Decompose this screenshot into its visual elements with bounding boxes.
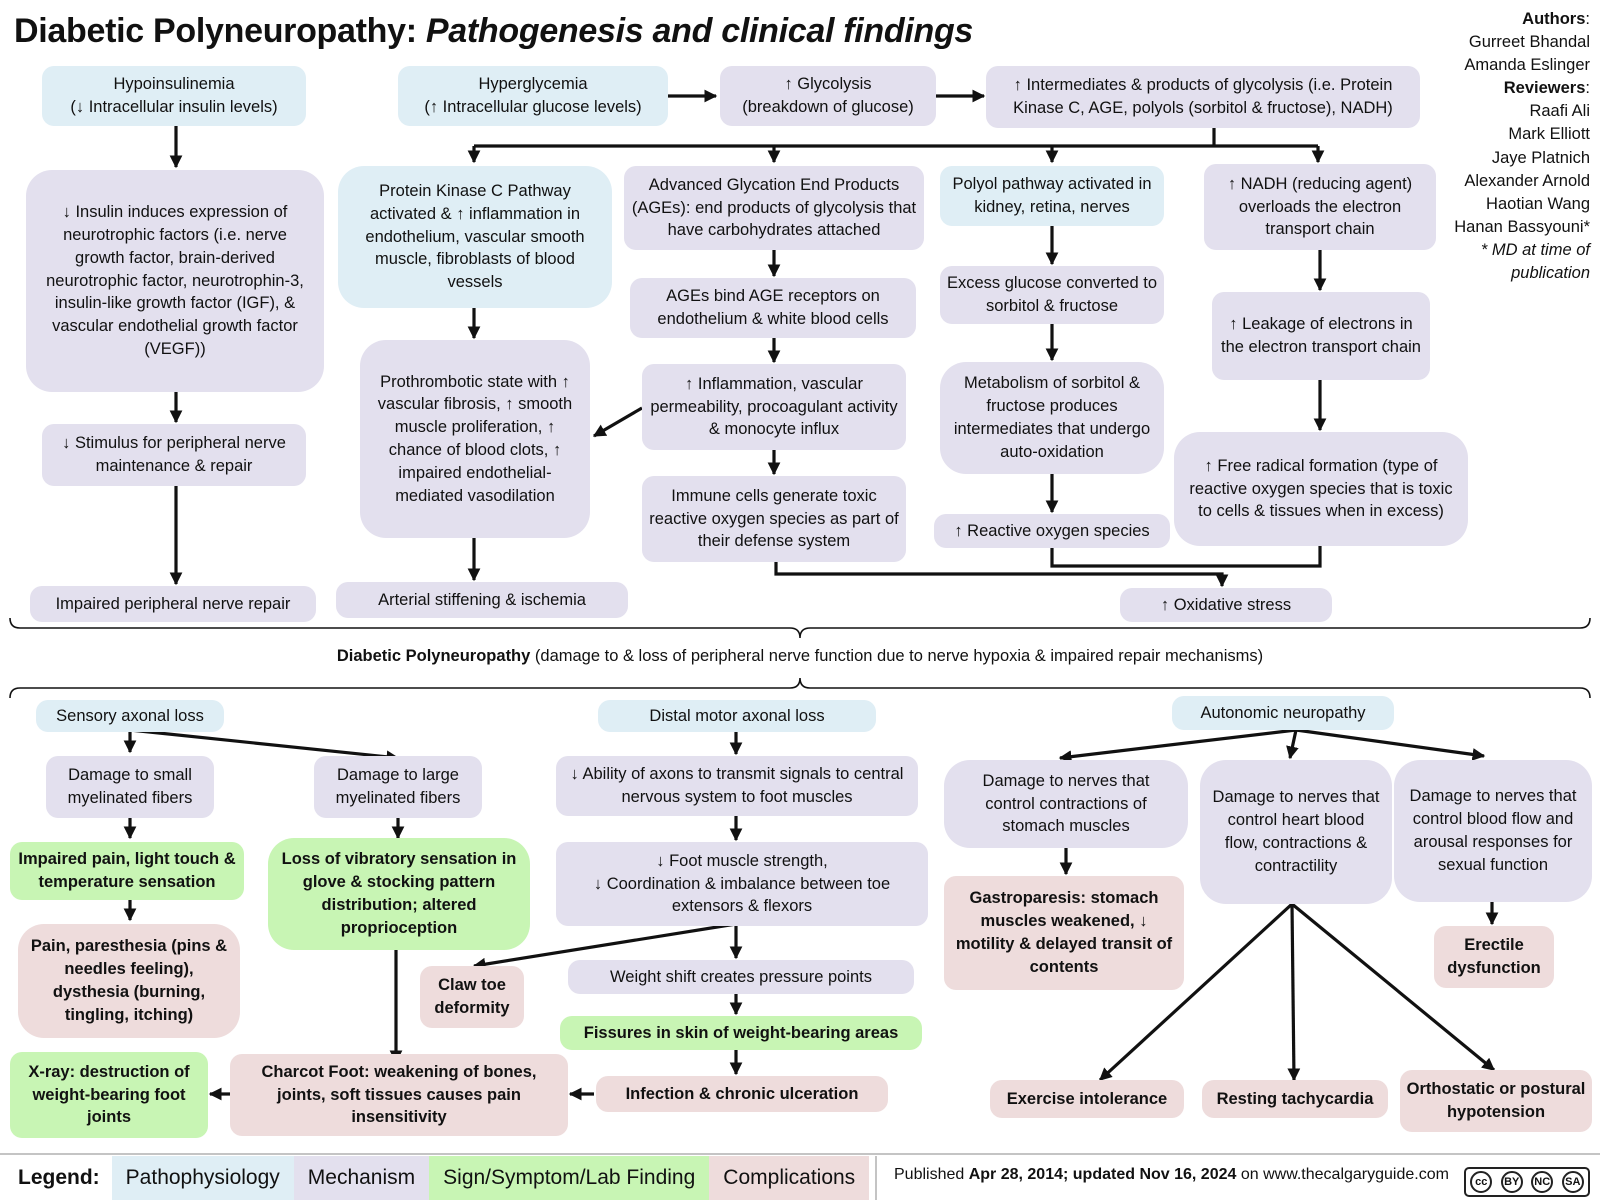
reviewer-name: Haotian Wang bbox=[1486, 194, 1590, 213]
nc-icon: NC bbox=[1531, 1171, 1554, 1193]
license-badge[interactable]: cc BY NC SA bbox=[1464, 1167, 1590, 1197]
reviewers-colon: : bbox=[1585, 79, 1590, 98]
legend-pathophysiology: Pathophysiology bbox=[111, 1156, 294, 1200]
authors-colon: : bbox=[1585, 10, 1590, 28]
central-term: Diabetic Polyneuropathy bbox=[336, 647, 531, 665]
node-tachycardia: Resting tachycardia bbox=[1202, 1080, 1388, 1118]
node-leakage: ↑ Leakage of electrons in the electron t… bbox=[1212, 292, 1430, 380]
arrow bbox=[1295, 728, 1486, 761]
arrow bbox=[472, 922, 737, 971]
node-heart-nerves: Damage to nerves that control heart bloo… bbox=[1200, 760, 1392, 904]
connector bbox=[1222, 546, 1322, 568]
authors-label: Authors bbox=[1522, 10, 1586, 28]
node-claw-toe: Claw toe deformity bbox=[420, 966, 524, 1028]
published-site: on www.thecalgaryguide.com bbox=[1236, 1166, 1449, 1183]
reviewer-name: Mark Elliott bbox=[1508, 125, 1590, 144]
legend-mechanism: Mechanism bbox=[293, 1156, 430, 1200]
upper-brace bbox=[9, 617, 1591, 639]
node-weight-shift: Weight shift creates pressure points bbox=[568, 960, 914, 994]
node-polyol: Polyol pathway activated in kidney, reti… bbox=[940, 166, 1164, 226]
arrow bbox=[592, 406, 643, 438]
node-ros: ↑ Reactive oxygen species bbox=[934, 514, 1170, 548]
cc-icon: cc bbox=[1470, 1171, 1493, 1193]
node-autonomic: Autonomic neuropathy bbox=[1172, 696, 1394, 730]
published-info: Published Apr 28, 2014; updated Nov 16, … bbox=[894, 1166, 1449, 1184]
page-title: Diabetic Polyneuropathy: Pathogenesis an… bbox=[14, 12, 973, 51]
node-motor-loss: Distal motor axonal loss bbox=[598, 700, 876, 732]
node-impaired-repair: Impaired peripheral nerve repair bbox=[30, 586, 316, 622]
node-nadh: ↑ NADH (reducing agent) overloads the el… bbox=[1204, 164, 1436, 250]
arrow bbox=[1290, 902, 1496, 1072]
legend-complications: Complications bbox=[709, 1156, 870, 1200]
node-hypoinsulinemia: Hypoinsulinemia(↓ Intracellular insulin … bbox=[42, 66, 306, 126]
node-immune-ros: Immune cells generate toxic reactive oxy… bbox=[642, 476, 906, 562]
node-small-fibers: Damage to small myelinated fibers bbox=[46, 756, 214, 818]
node-ages-bind: AGEs bind AGE receptors on endothelium &… bbox=[630, 278, 916, 338]
node-stomach-nerves: Damage to nerves that control contractio… bbox=[944, 760, 1188, 848]
node-excess-glucose: Excess glucose converted to sorbitol & f… bbox=[940, 266, 1164, 324]
node-ages: Advanced Glycation End Products (AGEs): … bbox=[624, 166, 924, 250]
node-prothrombotic: Prothrombotic state with ↑ vascular fibr… bbox=[360, 340, 590, 538]
lower-brace bbox=[9, 677, 1591, 699]
node-infection: Infection & chronic ulceration bbox=[596, 1076, 888, 1112]
node-axon-signal: ↓ Ability of axons to transmit signals t… bbox=[556, 756, 918, 816]
node-hypotension: Orthostatic or postural hypotension bbox=[1400, 1070, 1592, 1132]
by-icon: BY bbox=[1500, 1171, 1523, 1193]
author-name: Amanda Eslinger bbox=[1464, 56, 1590, 75]
node-large-fibers: Damage to large myelinated fibers bbox=[314, 756, 482, 818]
arrow bbox=[1287, 903, 1301, 1082]
arrow bbox=[774, 550, 1229, 588]
node-impaired-pain: Impaired pain, light touch & temperature… bbox=[10, 842, 244, 900]
title-main: Diabetic Polyneuropathy: bbox=[14, 12, 426, 50]
node-stimulus-repair: ↓ Stimulus for peripheral nerve maintena… bbox=[42, 424, 306, 486]
published-prefix: Published bbox=[894, 1166, 969, 1183]
authors-block: Authors: Gurreet Bhandal Amanda Eslinger… bbox=[1454, 8, 1590, 285]
node-metabolism-sorbitol: Metabolism of sorbitol & fructose produc… bbox=[940, 362, 1164, 474]
arrow bbox=[1058, 728, 1297, 763]
authors-note: publication bbox=[1511, 264, 1590, 283]
node-free-radical: ↑ Free radical formation (type of reacti… bbox=[1174, 432, 1468, 546]
node-glycolysis: ↑ Glycolysis(breakdown of glucose) bbox=[720, 66, 936, 126]
node-pain-paresthesia: Pain, paresthesia (pins & needles feelin… bbox=[18, 924, 240, 1038]
central-statement: Diabetic Polyneuropathy (damage to & los… bbox=[0, 647, 1600, 666]
reviewer-name: Jaye Platnich bbox=[1491, 148, 1590, 167]
legend-sign: Sign/Symptom/Lab Finding bbox=[429, 1156, 710, 1200]
node-sexual-nerves: Damage to nerves that control blood flow… bbox=[1394, 760, 1592, 902]
node-oxidative: ↑ Oxidative stress bbox=[1120, 588, 1332, 622]
central-description: (damage to & loss of peripheral nerve fu… bbox=[530, 647, 1264, 665]
reviewer-name: Raafi Ali bbox=[1529, 102, 1590, 121]
reviewer-name: Hanan Bassyouni* bbox=[1454, 217, 1590, 236]
node-fissures: Fissures in skin of weight-bearing areas bbox=[560, 1016, 922, 1050]
title-subtitle: Pathogenesis and clinical findings bbox=[425, 12, 974, 50]
sa-icon: SA bbox=[1561, 1171, 1584, 1193]
node-inflammation: ↑ Inflammation, vascular permeability, p… bbox=[642, 364, 906, 450]
node-arterial: Arterial stiffening & ischemia bbox=[336, 582, 628, 618]
reviewers-label: Reviewers bbox=[1503, 79, 1586, 98]
authors-note: * MD at time of bbox=[1480, 240, 1590, 259]
arrow bbox=[1098, 902, 1294, 1082]
published-dates: Apr 28, 2014; updated Nov 16, 2024 bbox=[968, 1166, 1237, 1183]
node-insulin-neurotrophic: ↓ Insulin induces expression of neurotro… bbox=[26, 170, 324, 392]
node-vibratory: Loss of vibratory sensation in glove & s… bbox=[268, 838, 530, 950]
node-charcot: Charcot Foot: weakening of bones, joints… bbox=[230, 1054, 568, 1136]
node-hyperglycemia: Hyperglycemia(↑ Intracellular glucose le… bbox=[398, 66, 668, 126]
connector bbox=[1050, 546, 1222, 568]
node-sensory-loss: Sensory axonal loss bbox=[36, 700, 224, 732]
node-gastroparesis: Gastroparesis: stomach muscles weakened,… bbox=[944, 876, 1184, 990]
node-pkc: Protein Kinase C Pathway activated & ↑ i… bbox=[338, 166, 612, 308]
node-exercise: Exercise intolerance bbox=[990, 1080, 1184, 1118]
node-foot-strength: ↓ Foot muscle strength,↓ Coordination & … bbox=[556, 842, 928, 926]
node-erectile: Erectile dysfunction bbox=[1434, 926, 1554, 988]
arrow bbox=[129, 728, 400, 764]
arrow bbox=[1286, 729, 1299, 760]
node-intermediates: ↑ Intermediates & products of glycolysis… bbox=[986, 66, 1420, 128]
legend: Legend: Pathophysiology Mechanism Sign/S… bbox=[0, 1156, 870, 1200]
node-xray: X-ray: destruction of weight-bearing foo… bbox=[10, 1052, 208, 1138]
author-name: Gurreet Bhandal bbox=[1468, 33, 1590, 52]
legend-label: Legend: bbox=[18, 1166, 100, 1189]
reviewer-name: Alexander Arnold bbox=[1464, 171, 1590, 190]
